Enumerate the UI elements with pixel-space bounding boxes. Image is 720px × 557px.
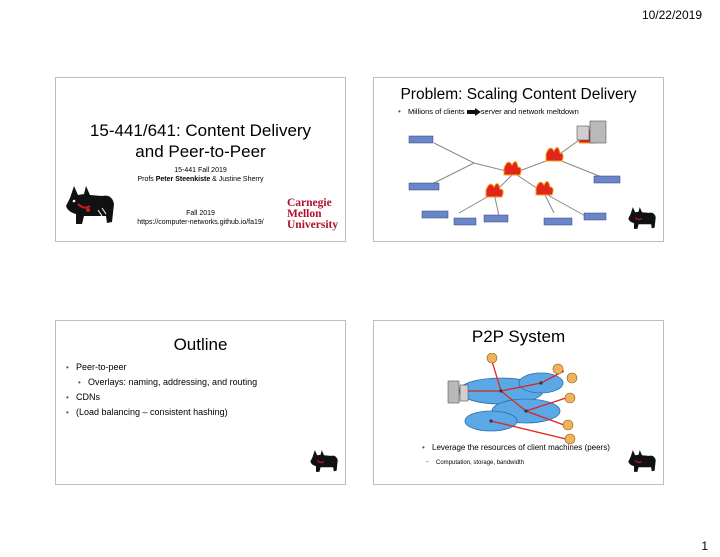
course-url: https://computer-networks.github.io/fa19…: [137, 219, 264, 226]
slide-scaling[interactable]: Problem: Scaling Content Delivery •Milli…: [373, 77, 664, 242]
slide-p2p[interactable]: P2P System: [373, 320, 664, 485]
cmu-logo: Carnegie Mellon University: [287, 197, 339, 231]
sub-bullet-item: •Overlays: naming, addressing, and routi…: [78, 377, 258, 387]
bullet-item: •Millions of clients server and network …: [398, 107, 579, 117]
network-meltdown-diagram: [404, 118, 624, 228]
scottie-dog-logo: [308, 445, 340, 477]
course-label: 15-441 Fall 2019: [174, 167, 227, 174]
slide-heading: P2P System: [471, 327, 566, 346]
bullet-item: •Leverage the resources of client machin…: [422, 443, 610, 452]
bullet-item: •Peer-to-peer: [66, 362, 127, 372]
slide-title-line2: and Peer-to-Peer: [135, 142, 266, 161]
slide-heading: Problem: Scaling Content Delivery: [400, 86, 637, 103]
bullet-item: •CDNs: [66, 392, 100, 402]
slide-outline[interactable]: Outline •Peer-to-peer •Overlays: naming,…: [55, 320, 346, 485]
scottie-dog-logo: [62, 178, 118, 232]
slide-heading: Outline: [173, 335, 228, 354]
scottie-dog-logo: [626, 202, 658, 234]
scottie-dog-logo: [626, 445, 658, 477]
server-icon: [576, 120, 607, 144]
bullet-item: •(Load balancing – consistent hashing): [66, 407, 228, 417]
term-label: Fall 2019: [186, 210, 215, 217]
page-number: 1: [701, 539, 708, 553]
server-icon: [447, 380, 469, 404]
page-date: 10/22/2019: [641, 8, 702, 22]
slide-title-line1: 15-441/641: Content Delivery: [89, 121, 312, 140]
arrow-icon: [466, 108, 481, 117]
slide-title[interactable]: 15-441/641: Content Delivery and Peer-to…: [55, 77, 346, 242]
instructors-line: Profs Peter Steenkiste & Justine Sherry: [137, 176, 264, 183]
sub-bullet-item: -Computation, storage, bandwidth: [426, 457, 525, 466]
peer-user-icons: [486, 353, 578, 445]
p2p-network-diagram: [446, 353, 596, 448]
